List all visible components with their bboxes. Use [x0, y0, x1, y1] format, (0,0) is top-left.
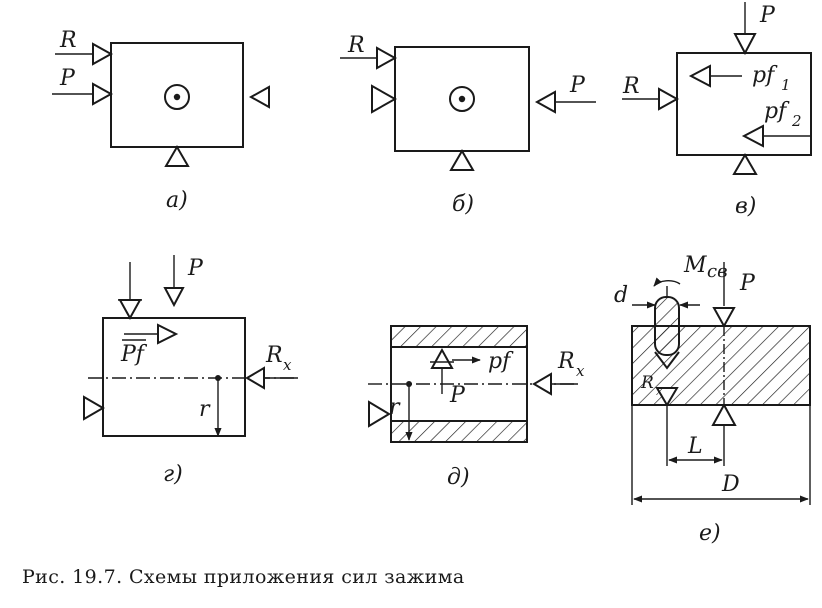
label-r: R [622, 74, 640, 99]
label-rx: R [557, 349, 575, 374]
panel-a: R P а) [52, 28, 270, 213]
label-d: d [614, 283, 628, 308]
support-top-icon [733, 33, 757, 56]
label-mcv-sub: св [707, 261, 728, 282]
force-p-arrow-icon [163, 287, 185, 308]
figure-caption: Рис. 19.7. Схемы приложения сил зажима [22, 566, 465, 588]
tube-wall-top [390, 325, 528, 348]
friction-arrow-1-icon [688, 64, 711, 88]
force-pf-arrow-icon [157, 323, 179, 345]
panel-d: P pf R x r д) [368, 325, 585, 490]
friction-arrow-2-icon [741, 124, 764, 148]
support-left-icon [83, 395, 105, 421]
label-p: P [187, 256, 204, 281]
support-right-icon [532, 372, 552, 396]
support-left-upper-icon [376, 46, 398, 70]
support-top-icon [118, 299, 142, 321]
support-left-icon [658, 87, 680, 111]
label-pf: Pf [120, 342, 148, 367]
label-pf1: pf [752, 63, 778, 88]
support-right-icon [248, 85, 270, 109]
panel-e-caption: е) [699, 521, 721, 546]
support-bottom-icon [732, 153, 758, 175]
support-rx-icon [655, 387, 679, 407]
support-left-icon [368, 400, 391, 428]
label-pf2-sub: 2 [791, 112, 802, 130]
support-left-upper-icon [92, 42, 114, 66]
support-inner-icon [430, 347, 454, 369]
panel-b: R P б) [340, 33, 596, 217]
panel-a-caption: а) [166, 188, 188, 213]
panel-e: M св d P R x L D е) [614, 253, 811, 546]
label-rx: R [640, 373, 654, 393]
label-rx-sub: x [656, 384, 663, 398]
label-r-radius: r [389, 395, 401, 420]
label-r: R [59, 28, 77, 53]
tool-body [654, 296, 680, 356]
label-mcv: M [683, 253, 707, 278]
panel-v: P pf 1 pf 2 R в) [622, 2, 812, 219]
label-p: P [739, 271, 756, 296]
label-pf1-sub: 1 [781, 76, 791, 94]
panel-g: P Pf R x r г) [83, 255, 298, 487]
label-p: P [59, 66, 76, 91]
panel-b-caption: б) [452, 192, 474, 217]
label-r: R [347, 33, 365, 58]
support-bottom-icon [449, 149, 475, 171]
tool-tip [654, 351, 680, 370]
label-p: P [759, 3, 776, 28]
label-p: P [569, 73, 586, 98]
force-p-arrow-icon [712, 307, 736, 329]
workpiece-block [102, 317, 246, 437]
rotation-center-symbol [449, 86, 475, 112]
label-rx-sub: x [283, 356, 292, 374]
label-pf: pf [488, 349, 514, 374]
support-bottom-icon [711, 402, 737, 426]
panel-v-caption: в) [735, 194, 756, 219]
panel-g-caption: г) [163, 462, 183, 487]
label-rx-sub: x [576, 362, 585, 380]
label-dd: D [721, 472, 740, 497]
support-right-icon [245, 366, 265, 390]
support-left-lower-icon [92, 82, 114, 106]
label-l: L [687, 434, 703, 459]
support-right-icon [534, 90, 556, 114]
label-pf2: pf [764, 99, 790, 124]
label-rx: R [265, 343, 283, 368]
support-bottom-icon [164, 145, 190, 167]
label-r-radius: r [199, 397, 211, 422]
clamping-schemes-figure: R P а) R P б) P pf 1 pf 2 [52, 2, 812, 546]
support-left-lower-icon [371, 84, 398, 114]
label-p: P [449, 383, 466, 408]
tube-wall-bottom [390, 420, 528, 443]
panel-d-caption: д) [447, 465, 470, 490]
workpiece-block [676, 52, 812, 156]
rotation-center-symbol [164, 84, 190, 110]
torque-arrow [653, 277, 681, 287]
